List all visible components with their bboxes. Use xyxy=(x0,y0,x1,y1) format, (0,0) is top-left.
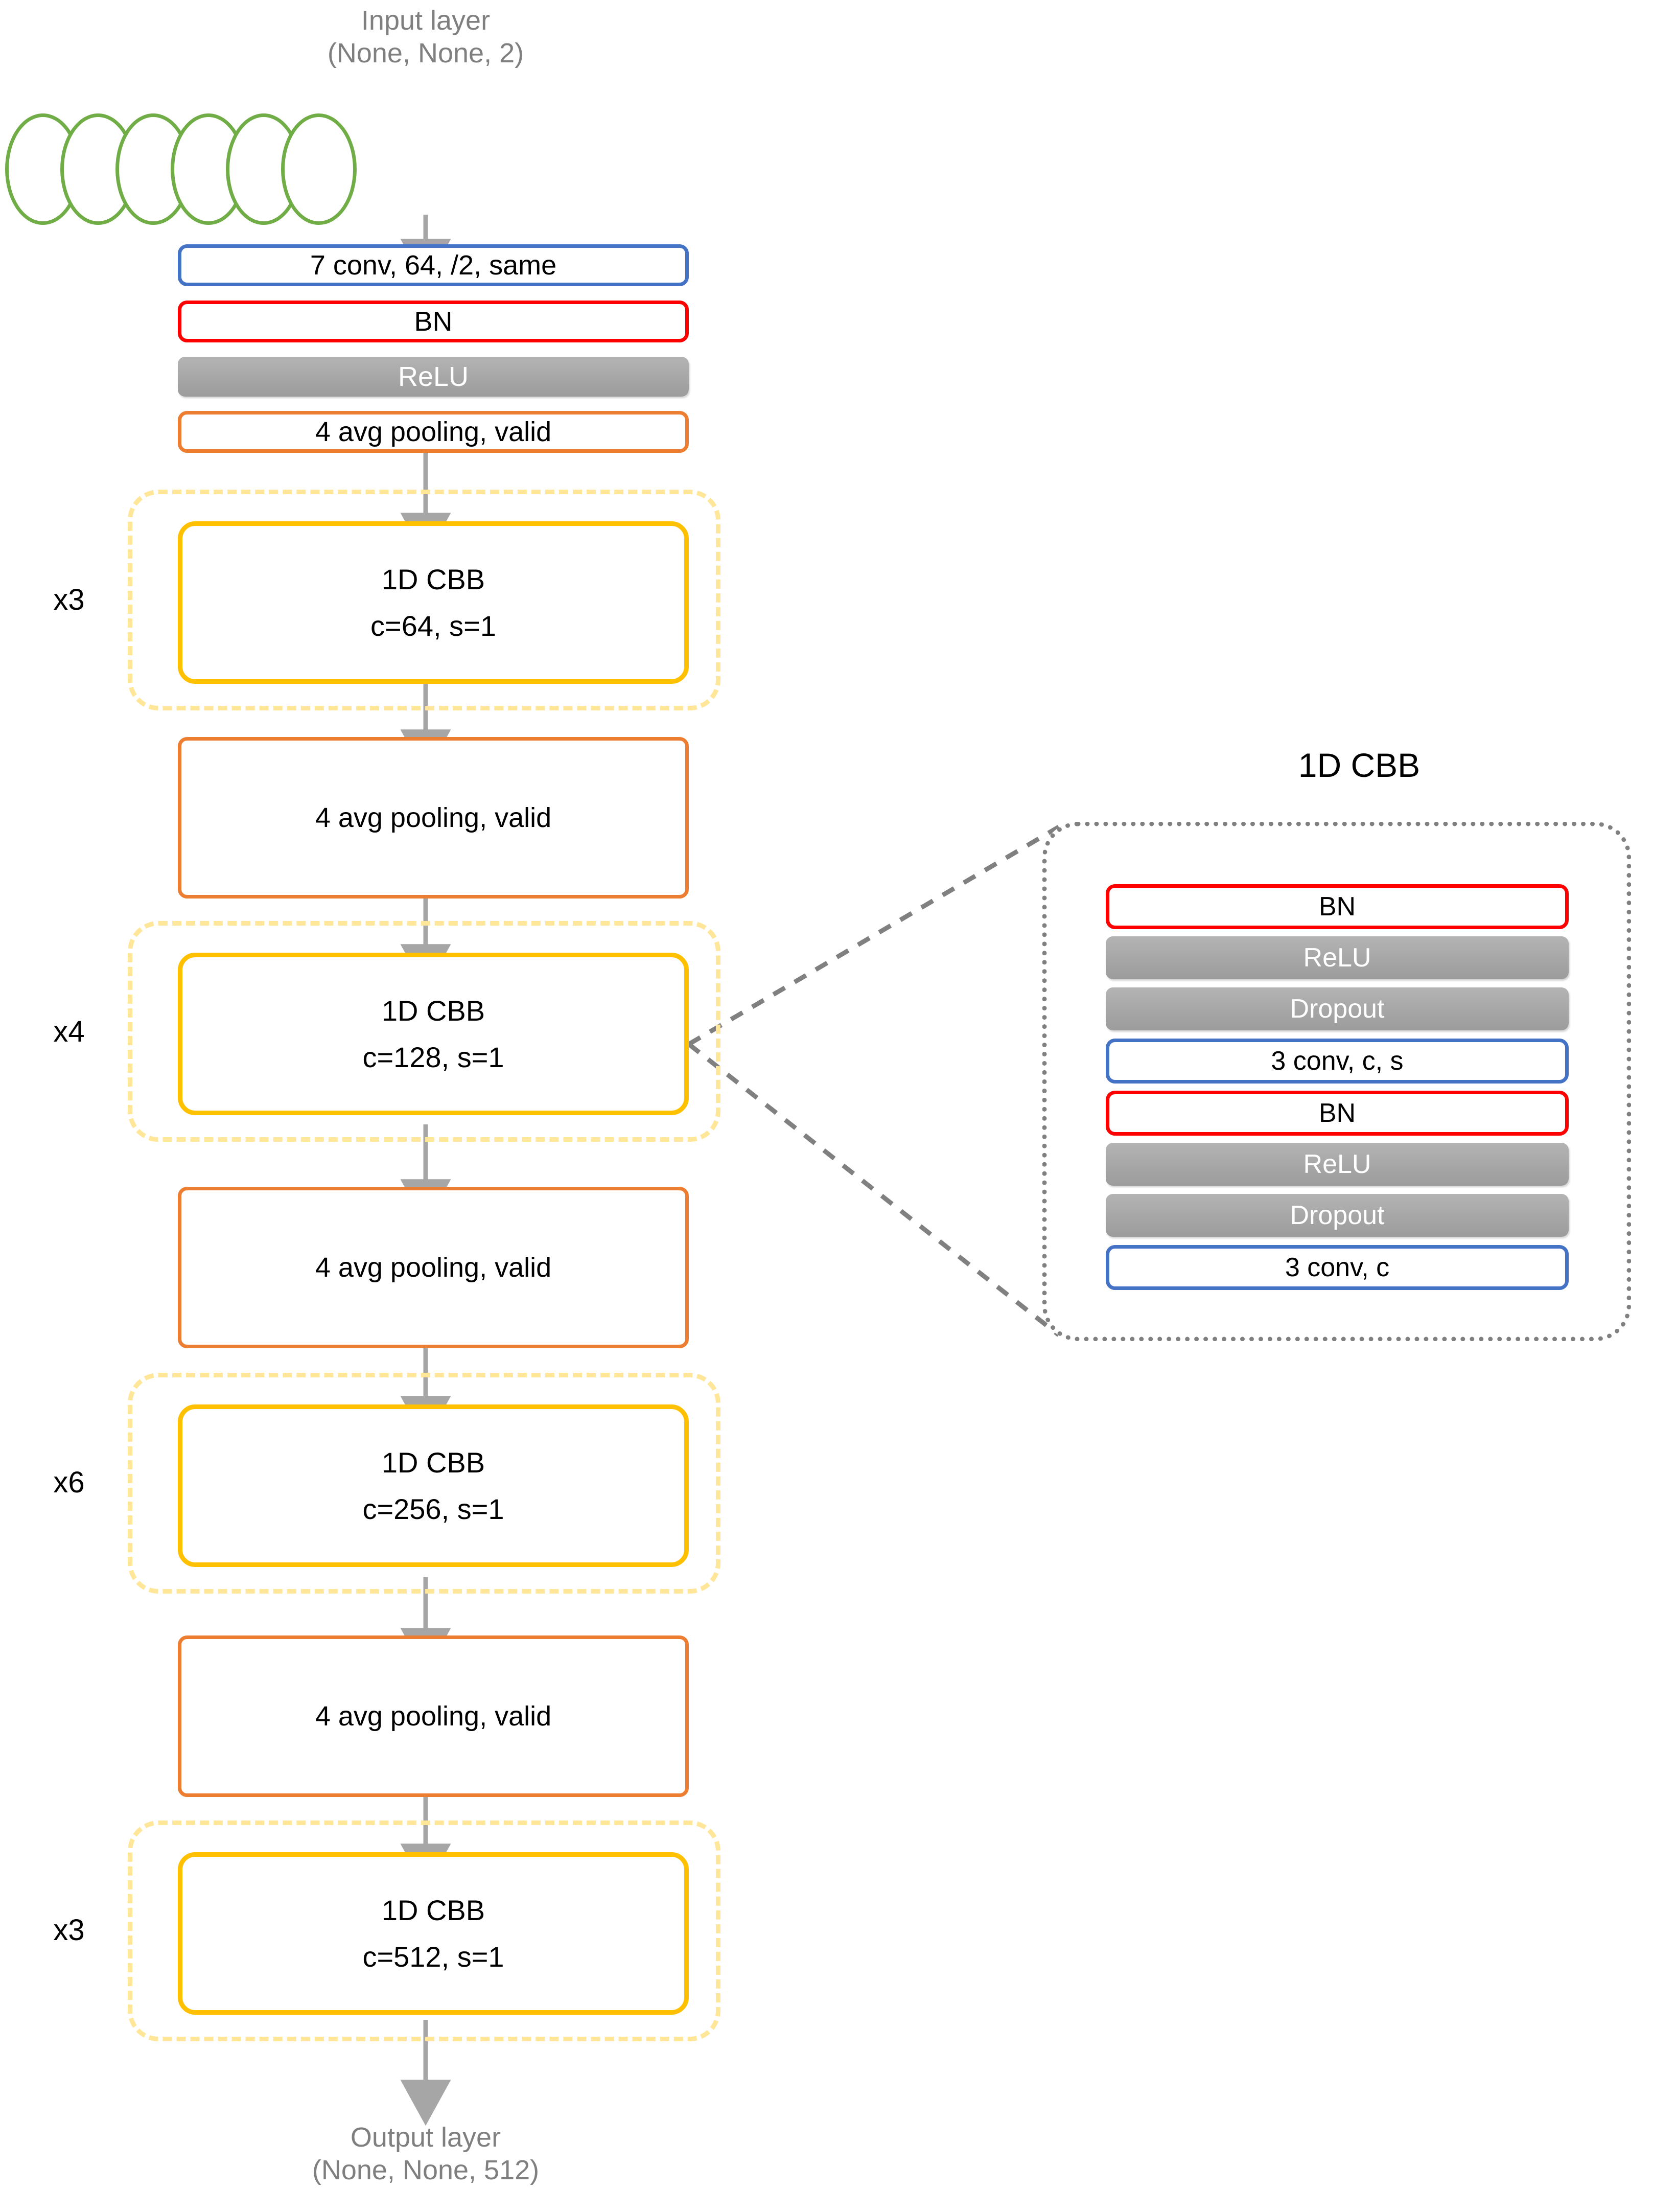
pool-box-2: 4 avg pooling, valid xyxy=(178,1187,689,1348)
cbb-title: 1D CBB xyxy=(381,1894,485,1926)
repeat-count-stage1: x3 xyxy=(53,583,85,616)
detail-row-conv-1: 3 conv, c, s xyxy=(1106,1039,1569,1084)
cbb-block-stage4: 1D CBB c=512, s=1 xyxy=(178,1852,689,2015)
stem-bn-box: BN xyxy=(178,301,689,342)
stem-conv-box: 7 conv, 64, /2, same xyxy=(178,244,689,286)
cbb-params: c=512, s=1 xyxy=(362,1941,504,1973)
repeat-count-stage4: x3 xyxy=(53,1914,85,1947)
cbb-params: c=256, s=1 xyxy=(362,1493,504,1525)
stem-pool-box: 4 avg pooling, valid xyxy=(178,411,689,453)
detail-row-bn-2: BN xyxy=(1106,1091,1569,1136)
cbb-params: c=128, s=1 xyxy=(362,1041,504,1073)
cbb-block-stage1: 1D CBB c=64, s=1 xyxy=(178,521,689,684)
repeat-group-stage3 xyxy=(128,1373,720,1594)
detail-panel-title: 1D CBB xyxy=(1298,746,1421,784)
detail-row-relu-1: ReLU xyxy=(1106,936,1569,979)
repeat-group-stage1 xyxy=(128,490,720,710)
cbb-title: 1D CBB xyxy=(381,563,485,595)
pool-box-1: 4 avg pooling, valid xyxy=(178,737,689,898)
detail-row-relu-2: ReLU xyxy=(1106,1143,1569,1186)
pool-box-3: 4 avg pooling, valid xyxy=(178,1635,689,1797)
repeat-count-stage2: x4 xyxy=(53,1015,85,1048)
detail-row-conv-2: 3 conv, c xyxy=(1106,1245,1569,1290)
detail-row-bn-1: BN xyxy=(1106,884,1569,929)
output-layer-label: Output layer (None, None, 512) xyxy=(312,2122,540,2185)
callout-line-bottom xyxy=(687,1042,1060,1337)
repeat-group-stage2 xyxy=(128,921,720,1142)
stem-relu-box: ReLU xyxy=(178,357,689,397)
cbb-block-stage2: 1D CBB c=128, s=1 xyxy=(178,953,689,1115)
repeat-count-stage3: x6 xyxy=(53,1466,85,1499)
detail-row-dropout-2: Dropout xyxy=(1106,1194,1569,1237)
cbb-params: c=64, s=1 xyxy=(370,610,496,642)
cbb-title: 1D CBB xyxy=(381,1446,485,1479)
input-layer-label: Input layer (None, None, 2) xyxy=(327,5,524,68)
cbb-title: 1D CBB xyxy=(381,995,485,1027)
callout-line-top xyxy=(687,825,1060,1046)
input-neuron xyxy=(281,113,357,225)
repeat-group-stage4 xyxy=(128,1821,720,2041)
cbb-block-stage3: 1D CBB c=256, s=1 xyxy=(178,1404,689,1567)
detail-row-dropout-1: Dropout xyxy=(1106,987,1569,1030)
